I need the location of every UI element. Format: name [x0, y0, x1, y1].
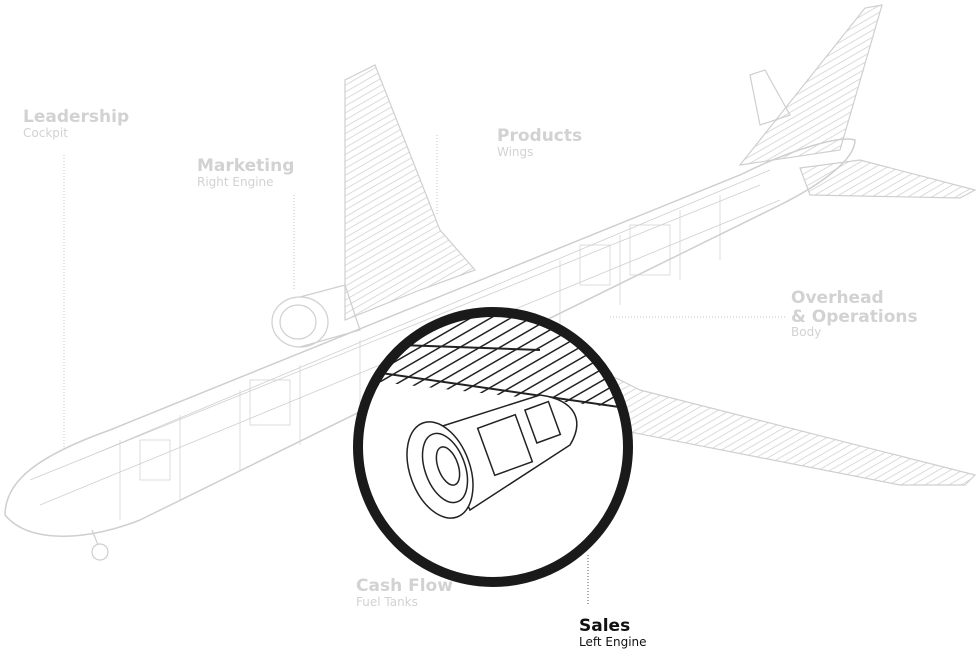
- label-subtitle: Right Engine: [197, 174, 274, 189]
- label-title: Cash Flow: [356, 576, 453, 596]
- label-sales[interactable]: Sales Left Engine: [579, 617, 647, 649]
- label-subtitle: Left Engine: [579, 634, 647, 649]
- label-subtitle: Wings: [497, 144, 534, 159]
- right-wing: [344, 64, 477, 321]
- label-title: Overhead & Operations: [791, 288, 918, 327]
- label-leadership[interactable]: Leadership Cockpit: [23, 108, 129, 140]
- nose-gear: [91, 543, 109, 561]
- label-title: Leadership: [23, 107, 130, 127]
- label-title: Products: [497, 126, 583, 146]
- label-products[interactable]: Products Wings: [497, 127, 582, 159]
- label-title: Sales: [579, 616, 631, 636]
- tail-fin: [738, 4, 883, 166]
- label-subtitle: Fuel Tanks: [356, 594, 418, 609]
- label-subtitle: Cockpit: [23, 125, 68, 140]
- label-cash-flow[interactable]: Cash Flow Fuel Tanks: [356, 577, 453, 609]
- label-marketing[interactable]: Marketing Right Engine: [197, 157, 294, 189]
- horizontal-stabilizer: [799, 159, 977, 199]
- fuselage: [4, 138, 856, 537]
- label-overhead-operations[interactable]: Overhead & Operations Body: [791, 289, 918, 340]
- left-wing: [598, 368, 977, 486]
- label-subtitle: Body: [791, 325, 822, 340]
- label-title: Marketing: [197, 156, 295, 176]
- magnifier-ring: [353, 307, 633, 587]
